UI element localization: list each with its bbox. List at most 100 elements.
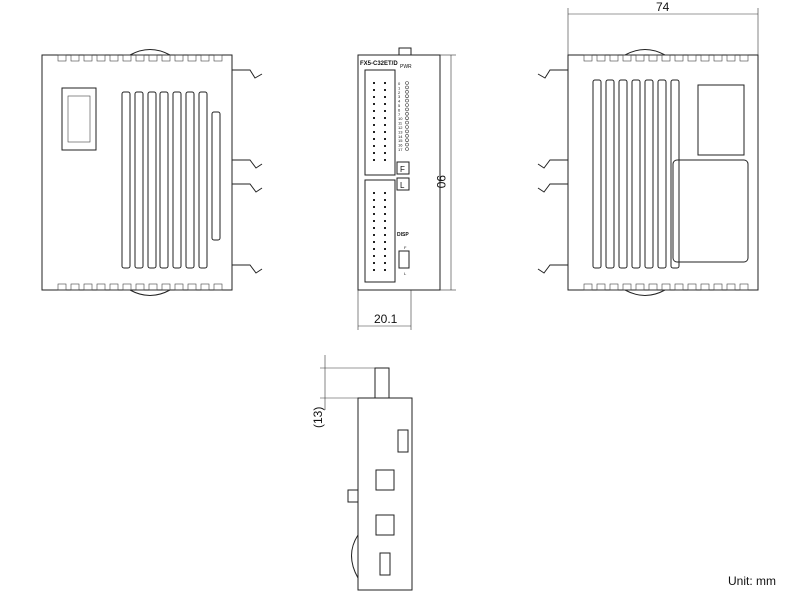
- vent-slot: [147, 91, 157, 269]
- top-tab: [739, 54, 749, 62]
- bottom-tab: [174, 283, 184, 291]
- pwr-led-label: PWR: [400, 64, 412, 70]
- bottom-view: (13): [311, 355, 413, 591]
- vent-slot: [211, 111, 221, 241]
- vent-slot: [605, 79, 615, 269]
- dim-90-text: 90: [434, 175, 448, 189]
- side-clip: [351, 534, 359, 579]
- io-led-indicator: [405, 85, 409, 90]
- top-tab: [96, 54, 106, 62]
- bottom-din-clip: [129, 289, 171, 296]
- connector-pin: [373, 262, 375, 264]
- bottom-tab: [739, 283, 749, 291]
- connector-pin: [373, 89, 375, 91]
- io-led-label: 6: [398, 107, 401, 112]
- io-led-label: 7: [398, 112, 401, 117]
- connector-pin: [384, 234, 386, 236]
- io-led-indicator: [405, 90, 409, 94]
- io-led-label: 12: [398, 125, 403, 130]
- extension-connector-inner: [67, 95, 91, 143]
- top-tab: [135, 54, 145, 62]
- connector-pin: [373, 213, 375, 215]
- io-led-indicator: [405, 147, 409, 151]
- bottom-tab: [109, 283, 119, 291]
- connector-pin: [384, 159, 386, 161]
- connector-pin: [384, 152, 386, 154]
- connector-pin: [384, 248, 386, 250]
- connector-upper: [364, 69, 396, 176]
- left-view-hooks: [232, 69, 263, 274]
- top-tab: [213, 54, 223, 62]
- connector-pin: [384, 206, 386, 208]
- vent-slot: [592, 79, 602, 269]
- bottom-tab: [96, 283, 106, 291]
- connector-pin: [373, 110, 375, 112]
- button-l[interactable]: [396, 177, 410, 191]
- io-led-indicator: [405, 107, 409, 112]
- connector-pin: [373, 206, 375, 208]
- bottom-tab: [187, 283, 197, 291]
- top-tab: [200, 54, 210, 62]
- top-tab: [726, 54, 736, 62]
- connector-pin: [384, 213, 386, 215]
- connector-pin: [373, 103, 375, 105]
- io-led-label: 14: [398, 134, 403, 139]
- io-led-label: 3: [398, 94, 401, 99]
- bottom-tab: [83, 283, 93, 291]
- io-led-label: 5: [398, 103, 401, 108]
- top-tab: [57, 54, 67, 62]
- bottom-tab: [700, 283, 710, 291]
- connector-pin: [373, 234, 375, 236]
- connector-pin: [384, 117, 386, 119]
- top-tab: [122, 54, 132, 62]
- right-body-outline: [567, 54, 759, 291]
- io-led-indicator: [405, 112, 409, 116]
- vent-slot: [631, 79, 641, 269]
- io-led-label: 0: [398, 81, 401, 86]
- connector-pin: [384, 199, 386, 201]
- vent-slot: [172, 91, 182, 269]
- vent-slot: [185, 91, 195, 269]
- switch-f-label: F: [404, 245, 407, 250]
- top-tab: [583, 54, 593, 62]
- side-tab: [347, 489, 359, 503]
- vent-slot: [121, 91, 131, 269]
- right-view-hooks: [537, 69, 568, 274]
- nameplate: [672, 159, 749, 263]
- connector-pin: [373, 269, 375, 271]
- connector-pin: [373, 145, 375, 147]
- connector-pin: [384, 145, 386, 147]
- io-led-indicator: [405, 81, 409, 85]
- bottom-tab: [674, 283, 684, 291]
- left-side-view: [41, 49, 263, 296]
- vent-slot: [198, 91, 208, 269]
- io-led-indicator: [405, 98, 409, 103]
- connector-pin: [373, 131, 375, 133]
- bottom-tab: [122, 283, 132, 291]
- bottom-tab: [583, 283, 593, 291]
- top-protrusion: [374, 367, 390, 399]
- vent-slot: [618, 79, 628, 269]
- bottom-tab: [200, 283, 210, 291]
- io-led-indicator: [405, 129, 409, 134]
- top-tab: [161, 54, 171, 62]
- top-tab: [109, 54, 119, 62]
- io-led-indicator: [405, 138, 409, 142]
- connector-pin: [384, 227, 386, 229]
- top-tab: [648, 54, 658, 62]
- io-led-label: 1: [398, 85, 401, 90]
- io-led-label: 16: [398, 143, 403, 148]
- button-f[interactable]: [396, 161, 410, 175]
- connector-pin: [384, 138, 386, 140]
- top-tab: [687, 54, 697, 62]
- connector-latch-lower: [375, 514, 395, 536]
- connector-pin: [384, 89, 386, 91]
- disp-switch[interactable]: [398, 250, 410, 269]
- bottom-tab: [596, 283, 606, 291]
- connector-pin: [384, 269, 386, 271]
- front-view: FX5-C32ET/D PWR 012345671011121314151617…: [357, 47, 456, 330]
- connector-pin: [384, 96, 386, 98]
- bottom-tab: [648, 283, 658, 291]
- connector-pin: [373, 248, 375, 250]
- connector-pin: [384, 131, 386, 133]
